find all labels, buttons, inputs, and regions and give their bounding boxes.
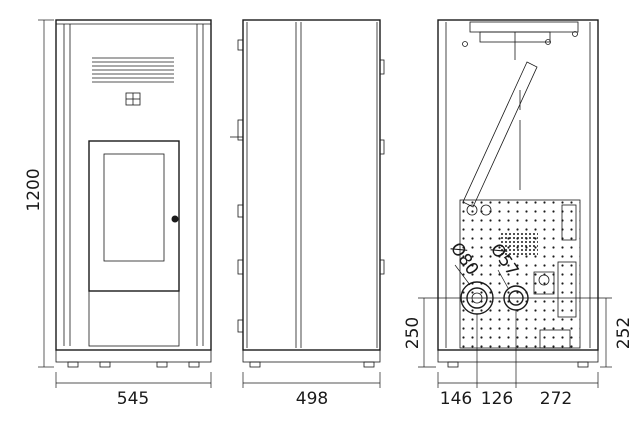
small-pipe-height-label: 252 bbox=[614, 317, 634, 349]
top-bracket bbox=[462, 21, 579, 60]
offset-label-left: 146 bbox=[440, 389, 472, 409]
foot bbox=[156, 361, 168, 368]
side-base bbox=[242, 349, 381, 363]
perforated-rear-panel bbox=[459, 199, 581, 349]
large-pipe-height-label: 250 bbox=[403, 317, 423, 349]
front-base bbox=[55, 349, 212, 363]
front-width-label: 545 bbox=[117, 389, 149, 409]
offset-label-right: 272 bbox=[540, 389, 572, 409]
front-height-label: 1200 bbox=[24, 168, 44, 211]
foot bbox=[577, 361, 589, 368]
rear-base bbox=[437, 349, 599, 363]
front-view: 1200 545 bbox=[24, 19, 212, 409]
fire-door bbox=[88, 140, 180, 292]
vent-grille bbox=[92, 57, 174, 83]
side-body-outline bbox=[242, 19, 381, 351]
side-depth-label: 498 bbox=[296, 389, 328, 409]
foot bbox=[363, 361, 375, 368]
door-handle bbox=[171, 215, 179, 223]
foot bbox=[67, 361, 79, 368]
door-glass bbox=[103, 153, 165, 262]
side-view: 498 bbox=[230, 19, 385, 409]
foot bbox=[249, 361, 261, 368]
front-body-outline bbox=[55, 19, 212, 351]
control-panel-icon bbox=[125, 92, 141, 106]
foot bbox=[99, 361, 111, 368]
offset-label-middle: 126 bbox=[481, 389, 513, 409]
pellet-auger-tube bbox=[462, 61, 538, 208]
rear-view: Ø80 Ø57 250 252 146 126 272 bbox=[403, 19, 634, 409]
ash-drawer-panel bbox=[88, 290, 180, 347]
foot bbox=[447, 361, 459, 368]
fan-vent bbox=[500, 233, 538, 255]
foot bbox=[188, 361, 200, 368]
